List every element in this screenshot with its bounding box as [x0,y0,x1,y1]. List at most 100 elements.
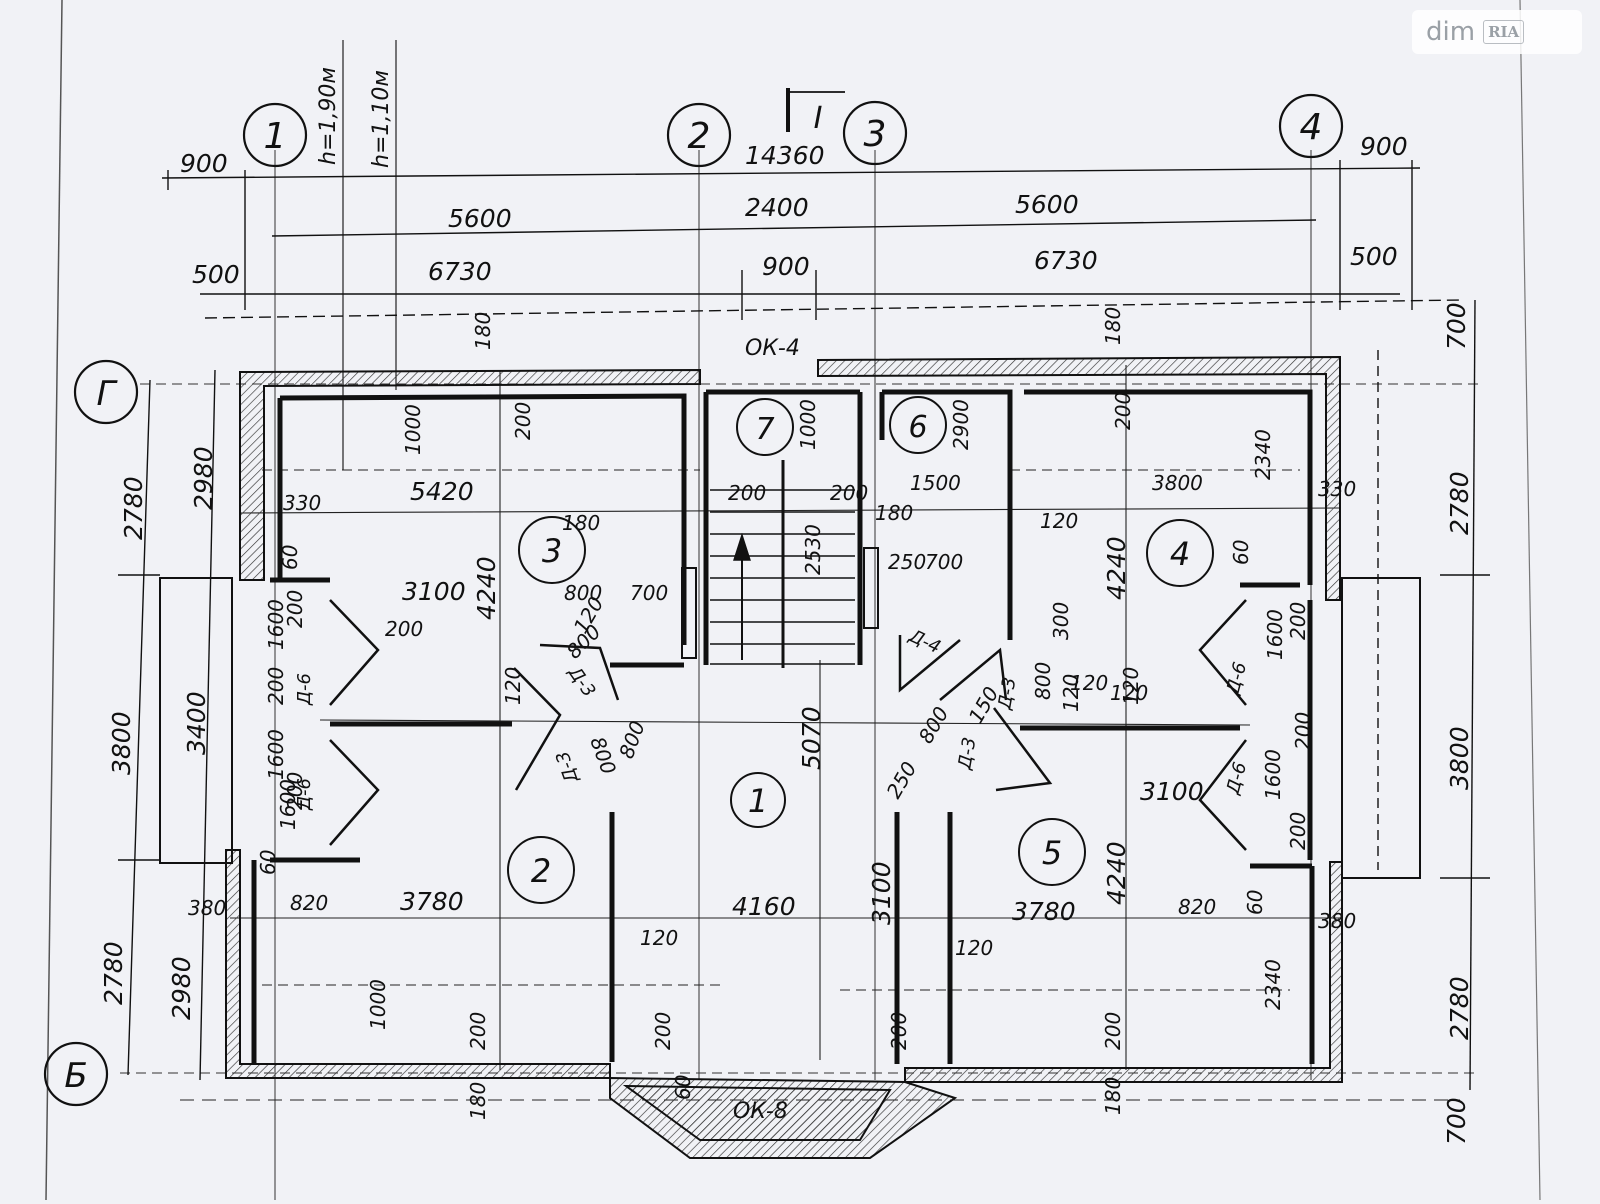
dimension-label: 4160 [732,892,796,921]
dimension-labels-left: 2780 2980 3800 3400 2780 2980 [99,446,218,1020]
dimension-label: 700 [630,581,668,605]
dimension-label: 200 [1286,602,1310,640]
dimension-label: 700 [1442,1097,1471,1145]
section-mark-label: I [814,101,823,136]
dimension-label: 1000 [401,404,425,455]
dimension-label: 180 [466,1082,490,1120]
dimension-label: 180 [1101,307,1125,345]
watermark-text: dim [1426,17,1476,47]
room-number: 3 [542,532,562,570]
room-number: 4 [1170,535,1190,573]
dimension-label: 200 [385,617,423,641]
dimension-label: 2340 [1251,429,1275,480]
room-number: 6 [908,410,927,445]
dimension-label: 250 [888,550,926,574]
room-number: 7 [755,412,774,447]
door-label: Д-3 [563,662,599,701]
dimension-label: 3780 [400,887,464,916]
dimension-label: 330 [1318,477,1356,501]
window-label: ОК-8 [733,1099,788,1124]
dimension-label: 200 [264,667,288,705]
dimension-label: 120 [1070,671,1108,695]
dimension-label: 5070 [797,706,826,770]
dimension-label: 500 [192,260,240,289]
dimension-label: 3780 [1012,897,1076,926]
dimension-label: 60 [1243,890,1267,915]
dimension-label: 200 [466,1012,490,1050]
dimension-label: 800 [614,718,650,762]
dimension-label: 120 [1110,681,1148,705]
dimension-label: 800 [564,581,602,605]
dimension-labels-right: 700 2780 3800 2780 700 [1442,302,1474,1145]
sheet-frame-left [45,0,63,1201]
dimension-label: 4240 [472,556,501,620]
dimension-label: 2780 [1445,471,1474,535]
dimension-label: 1500 [910,471,961,495]
dimension-label: 5600 [1015,190,1079,219]
dimension-label: 820 [1178,895,1216,919]
dimension-label: 3800 [1152,471,1203,495]
door-label: Д-3 [552,748,583,786]
interior-partitions [251,389,1315,1064]
dimension-label: 250 [882,757,922,802]
dimension-label: 700 [1442,302,1471,350]
dimension-label: 1600 [1261,749,1285,800]
dimension-label: 120 [1040,509,1078,533]
watermark-logo: RIA [1483,20,1525,44]
door-label: Д-6 [294,673,315,706]
dimension-label: 120 [501,667,525,705]
door-label: Д-3 [954,736,980,772]
room-number: 1 [748,782,768,820]
balcony-right [1341,577,1421,879]
dimension-label: 180 [1101,1077,1125,1115]
dimension-label: 60 [256,850,280,875]
dimension-label: 330 [283,491,321,515]
dimension-label: 180 [875,501,913,525]
dimension-label: 200 [830,481,868,505]
watermark-badge: dim RIA [1412,10,1582,54]
axis-label: Г [97,374,119,414]
dimension-label: 2400 [745,193,809,222]
dimension-label: 800 [585,734,621,778]
height-mark-label: h=1,10м [369,70,394,168]
dimension-lines-top [161,160,1461,320]
dimension-label: 2900 [949,399,973,450]
dimension-labels-top: 900 14360 900 5600 2400 5600 500 6730 90… [180,132,1408,289]
sheet-frame-right [1519,0,1541,1201]
dimension-label: 5600 [448,204,512,233]
axis-label: 1 [264,116,287,157]
dimension-label: 200 [1101,1012,1125,1050]
dimension-label: 2780 [99,941,128,1005]
dimension-label: 900 [762,252,810,281]
dimension-label: 120 [1059,674,1083,712]
dimension-label: 3100 [867,861,896,925]
dimension-label: 900 [180,149,228,178]
dimension-label: 200 [1291,712,1315,750]
axis-label: Б [64,1056,87,1096]
dimension-label: 800 [1031,662,1055,700]
dimension-label: 1600 [264,599,288,650]
grid-axis-lines [120,150,1480,1200]
room-bubble: 1 [730,772,786,828]
dimension-label: 6730 [1034,246,1098,275]
room-bubble: 4 [1146,519,1214,587]
dimension-label: 60 [278,545,302,570]
dimension-label: 2780 [1445,976,1474,1040]
dimension-label: 1600 [1263,609,1287,660]
window-label: ОК-4 [745,336,800,361]
dimension-label: 820 [290,891,328,915]
dimension-label: 2780 [119,476,148,540]
dimension-label: 2530 [801,524,825,575]
door-label: Д-4 [905,625,944,658]
dimension-label: 2340 [1261,959,1285,1010]
room-number: 5 [1042,834,1062,872]
stair-side-panels [681,547,879,659]
dimension-lines-sides [118,299,1490,1091]
dimension-label: 3100 [402,577,466,606]
dimension-label: 380 [188,896,226,920]
dimension-label: 180 [562,511,600,535]
dimension-label: 5420 [410,477,474,506]
